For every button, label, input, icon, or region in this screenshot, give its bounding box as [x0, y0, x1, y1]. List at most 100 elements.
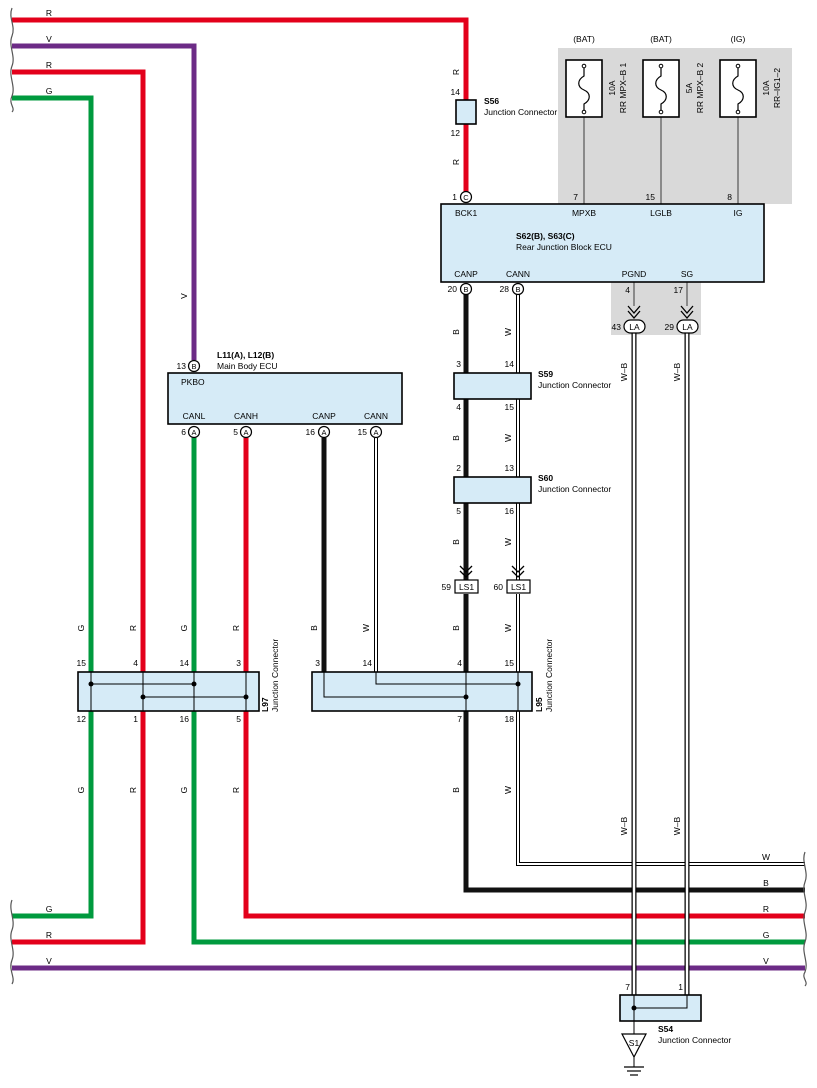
pin-no-mpxb: 7 — [573, 192, 578, 202]
label-g-canl-top: G — [179, 625, 189, 632]
conn-circle-cann-rear — [511, 282, 525, 296]
s56-pin-top: 14 — [451, 87, 461, 97]
main-ecu-name: Main Body ECU — [217, 361, 277, 371]
rear-junction-block-ecu[interactable]: S62(B), S63(C) Rear Junction Block ECU B… — [440, 203, 765, 283]
label-w-l95-bottom: W — [503, 786, 513, 794]
s59-junction-connector[interactable]: S59 Junction Connector 3 14 4 15 — [453, 359, 611, 412]
l97-id: L97 — [260, 697, 270, 712]
l97-pin-top-2: 4 — [133, 658, 138, 668]
label-g-l97-third-bottom: G — [179, 787, 189, 794]
label-wb-sg-bottom: W–B — [672, 816, 682, 835]
label-b-bottom-right: B — [763, 878, 769, 888]
label-b-rear-3: B — [451, 539, 461, 545]
fuse-rr-mpx-b1: (BAT) 10A RR MPX–B 1 — [565, 34, 628, 118]
wire-g-top[interactable] — [12, 95, 94, 672]
pin-no-sg: 17 — [674, 285, 684, 295]
wire-g-l97-16[interactable] — [191, 711, 805, 945]
s60-pin-top-2: 13 — [505, 463, 515, 473]
wire-v-top[interactable] — [12, 43, 197, 360]
l97-pin-top-1: 15 — [77, 658, 87, 668]
wire-r-second[interactable] — [12, 69, 146, 672]
label-b-l95-bottom: B — [451, 787, 461, 793]
la-43-label: LA — [629, 322, 640, 332]
conn-letter-canl: A — [191, 428, 196, 437]
fuse1-name: RR MPX–B 1 — [618, 62, 628, 113]
rear-ecu-name: Rear Junction Block ECU — [516, 242, 612, 252]
l97-pin-top-4: 3 — [236, 658, 241, 668]
rear-ecu-pgnd-label: PGND — [622, 269, 647, 279]
conn-circle-canp-main — [317, 425, 331, 439]
rear-ecu-sg-label: SG — [681, 269, 693, 279]
wire-r-l97-1[interactable] — [12, 711, 146, 945]
label-b-rear-2: B — [451, 435, 461, 441]
fuse2-rating: 5A — [684, 82, 694, 93]
label-w-cann-main-top: W — [361, 624, 371, 632]
l97-junction-connector[interactable]: L97 Junction Connector 15 4 14 3 12 1 16… — [77, 639, 280, 724]
conn-circle-cann-main — [369, 425, 383, 439]
pin-no-canl: 6 — [181, 427, 186, 437]
conn-letter-bck1: C — [463, 193, 469, 202]
conn-circle-canh — [239, 425, 253, 439]
ground-point-s1[interactable]: S1 — [621, 1033, 647, 1076]
main-body-ecu[interactable]: L11(A), L12(B) Main Body ECU PKBO CANL C… — [167, 350, 403, 425]
pin-no-lglb: 15 — [646, 192, 656, 202]
s56-id: S56 — [484, 96, 499, 106]
la-connector-43[interactable]: LA 43 — [612, 305, 646, 334]
s59-pin-top-1: 3 — [456, 359, 461, 369]
ls1-59-label: LS1 — [459, 582, 474, 592]
conn-letter-canp-rear: B — [463, 285, 468, 294]
l95-pin-bottom-2: 18 — [505, 714, 515, 724]
label-b-rear-4: B — [451, 625, 461, 631]
fuse1-source: (BAT) — [573, 34, 595, 44]
la-connector-29[interactable]: LA 29 — [665, 305, 699, 334]
label-w-rear-4: W — [503, 624, 513, 632]
l95-pin-bottom-1: 7 — [457, 714, 462, 724]
fuse3-name: RR–IG1–2 — [772, 68, 782, 108]
pin-no-bck1: 1 — [452, 192, 457, 202]
label-b-canp-main-top: B — [309, 625, 319, 631]
l95-id: L95 — [534, 697, 544, 712]
label-w-rear-3: W — [503, 538, 513, 546]
pin-no-ig: 8 — [727, 192, 732, 202]
label-r-canh-top: R — [231, 625, 241, 631]
s54-pin-top-1: 7 — [625, 982, 630, 992]
label-r-top: R — [46, 8, 52, 18]
ls1-connector-60[interactable]: LS1 60 — [494, 565, 531, 594]
conn-circle-canp-rear — [459, 282, 473, 296]
wire-g-l97-12[interactable] — [12, 711, 94, 919]
rear-ecu-id: S62(B), S63(C) — [516, 231, 575, 241]
l95-junction-connector[interactable]: L95 Junction Connector 3 14 4 15 7 18 — [311, 639, 554, 724]
fuse2-source: (BAT) — [650, 34, 672, 44]
s60-pin-bottom-2: 16 — [505, 506, 515, 516]
wire-b-l95-7[interactable] — [463, 711, 805, 893]
ls1-connector-59[interactable]: LS1 59 — [442, 565, 479, 594]
main-ecu-id: L11(A), L12(B) — [217, 350, 274, 360]
la-29-pin: 29 — [665, 322, 675, 332]
ls1-59-pin: 59 — [442, 582, 452, 592]
wire-r-l97-5[interactable] — [243, 711, 805, 919]
label-wb-sg-top: W–B — [672, 362, 682, 381]
ls1-60-pin: 60 — [494, 582, 504, 592]
wire-w-l95-18-outline[interactable] — [516, 711, 805, 866]
label-r-s56-upper: R — [451, 69, 461, 75]
l95-pin-top-2: 14 — [363, 658, 373, 668]
pin-no-cann-main: 15 — [358, 427, 368, 437]
s54-junction-connector[interactable]: S54 Junction Connector 7 1 — [619, 982, 731, 1045]
main-ecu-canl-label: CANL — [183, 411, 206, 421]
conn-letter-canh: A — [243, 428, 248, 437]
wire-r-top[interactable] — [12, 17, 469, 100]
s59-pin-bottom-2: 15 — [505, 402, 515, 412]
label-r-s56-lower: R — [451, 159, 461, 165]
conn-letter-pkbo: B — [191, 362, 196, 371]
label-r-bottom-right: R — [763, 904, 769, 914]
s60-junction-connector[interactable]: S60 Junction Connector 2 13 5 16 — [453, 463, 611, 516]
pin-no-cann-rear: 28 — [500, 284, 510, 294]
l97-pin-bottom-2: 1 — [133, 714, 138, 724]
s59-type: Junction Connector — [538, 380, 611, 390]
label-b-rear-1: B — [451, 329, 461, 335]
s54-type: Junction Connector — [658, 1035, 731, 1045]
fuse2-name: RR MPX–B 2 — [695, 62, 705, 113]
label-v-bottom-right: V — [763, 956, 769, 966]
fuse1-rating: 10A — [607, 80, 617, 95]
s56-junction-connector[interactable]: S56 Junction Connector 14 12 — [451, 87, 558, 138]
